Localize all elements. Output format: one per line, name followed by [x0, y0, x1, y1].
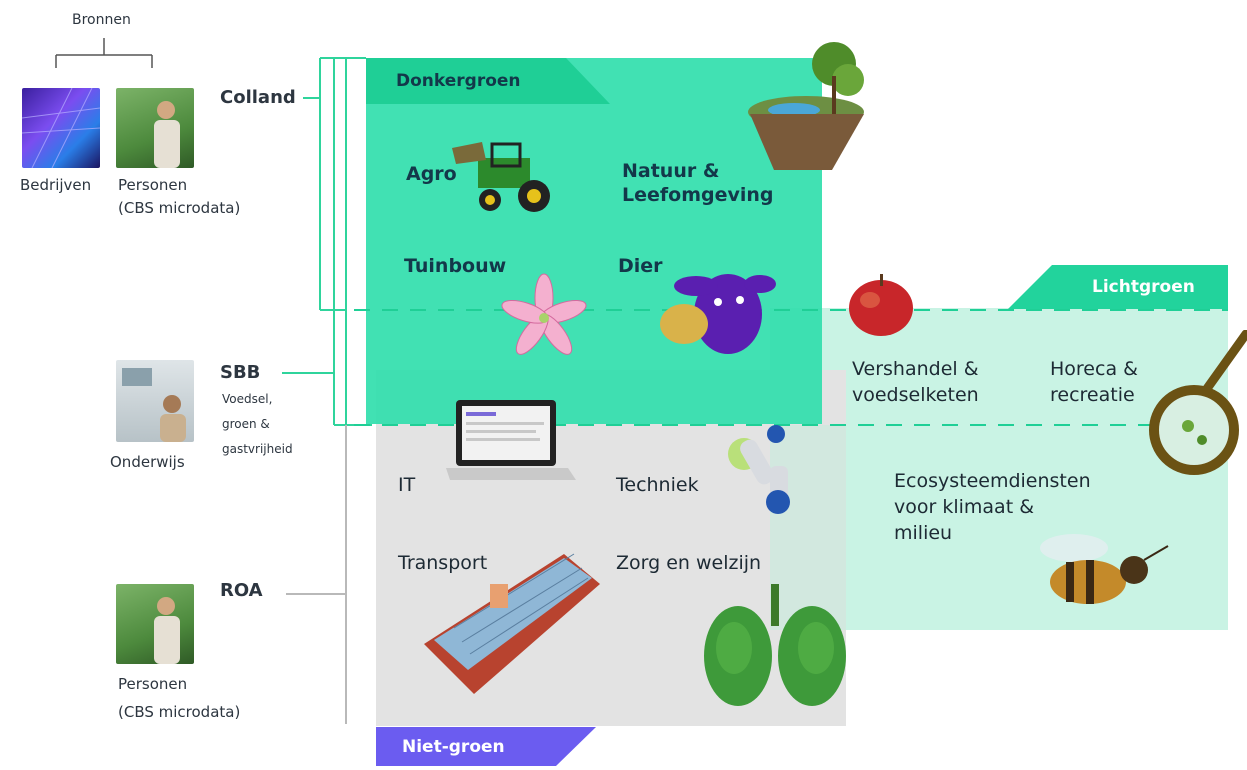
dark-green-block — [366, 58, 822, 424]
person-photo-2 — [116, 584, 194, 664]
non-green-tab-label: Niet-groen — [402, 736, 505, 757]
sbb-sub-1: Voedsel, — [222, 392, 273, 406]
light-green-block — [770, 308, 1228, 630]
magnifier-icon — [1149, 330, 1247, 475]
roa-label: ROA — [220, 580, 263, 601]
sbb-sub-2: groen & — [222, 417, 270, 431]
apple-icon — [849, 274, 913, 336]
ship-icon — [424, 553, 600, 694]
robot-arm-icon — [728, 425, 790, 514]
lungs-icon — [704, 584, 846, 706]
tractor-icon — [452, 142, 550, 212]
sector-fresh-trade-line2: voedselketen — [852, 384, 979, 406]
education-label: Onderwijs — [110, 453, 185, 471]
company-photo — [22, 88, 100, 168]
persons-label-2: Personen — [118, 675, 188, 693]
sector-animal: Dier — [618, 255, 663, 277]
cow-icon — [660, 274, 776, 354]
companies-label: Bedrijven — [20, 176, 92, 194]
sbb-sub-3: gastvrijheid — [222, 442, 293, 456]
education-photo — [116, 360, 194, 442]
persons-sub-2: (CBS microdata) — [118, 703, 241, 721]
island-icon — [748, 42, 864, 170]
sector-agro: Agro — [406, 163, 457, 185]
sector-technique: Techniek — [616, 474, 699, 496]
light-green-tab: Lichtgroen — [1008, 265, 1228, 309]
dark-green-tab: Donkergroen — [366, 58, 610, 104]
overlap-region — [770, 425, 846, 630]
sources-heading: Bronnen — [72, 12, 131, 28]
colland-label: Colland — [220, 87, 296, 108]
sector-it: IT — [398, 474, 416, 496]
person-photo-1 — [116, 88, 194, 168]
sector-horticulture: Tuinbouw — [404, 255, 507, 277]
sector-transport: Transport — [398, 552, 488, 574]
non-green-tab: Niet-groen — [376, 727, 596, 766]
sector-fresh-trade-line1: Vershandel & — [852, 358, 979, 380]
sector-ecosystem-line1: Ecosysteemdiensten — [894, 470, 1091, 492]
sbb-label: SBB — [220, 362, 261, 383]
persons-label-1: Personen — [118, 176, 188, 194]
dark-green-tab-label: Donkergroen — [396, 71, 521, 91]
sector-ecosystem-line3: milieu — [894, 522, 953, 544]
sector-care: Zorg en welzijn — [616, 552, 762, 574]
light-green-tab-label: Lichtgroen — [1092, 277, 1195, 297]
sector-nature-line2: Leefomgeving — [622, 184, 774, 206]
sector-nature-line1: Natuur & — [622, 160, 720, 182]
sector-ecosystem-line2: voor klimaat & — [894, 496, 1035, 518]
sector-hospitality-line2: recreatie — [1050, 384, 1135, 406]
laptop-icon — [446, 400, 576, 480]
lily-icon — [501, 273, 587, 355]
bee-icon — [1040, 534, 1169, 604]
sector-hospitality-line1: Horeca & — [1050, 358, 1138, 380]
persons-sub-1: (CBS microdata) — [118, 199, 241, 217]
